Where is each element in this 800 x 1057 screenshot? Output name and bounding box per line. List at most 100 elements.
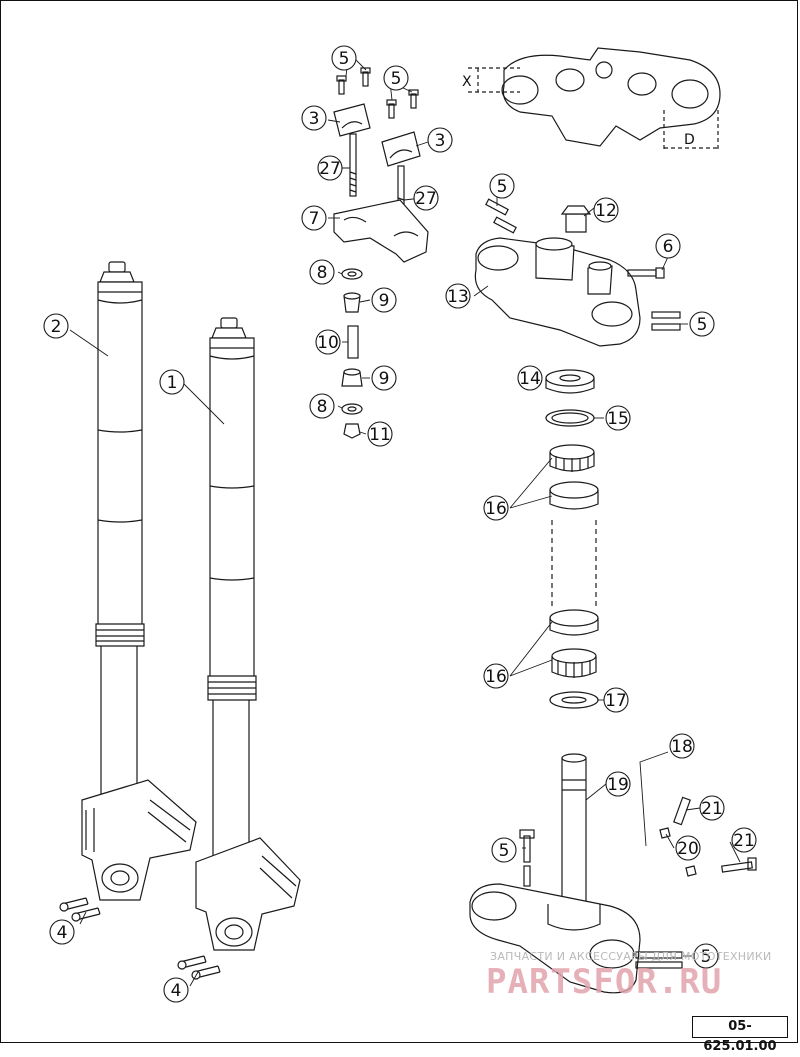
callout-circle bbox=[317, 155, 343, 181]
callout-circle bbox=[367, 421, 393, 447]
callout-circle bbox=[383, 65, 409, 91]
long-bolts-27[interactable] bbox=[349, 133, 405, 223]
fork-leg-left[interactable] bbox=[81, 261, 197, 901]
callout-circle bbox=[445, 283, 471, 309]
callout-c-27a: 27 bbox=[317, 155, 343, 181]
callout-circle bbox=[331, 45, 357, 71]
callout-c-5d: 5 bbox=[689, 311, 715, 337]
callout-number: 20 bbox=[677, 839, 699, 859]
callout-c-27b: 27 bbox=[413, 185, 439, 211]
callout-number: 5 bbox=[339, 49, 350, 69]
callout-circle bbox=[483, 663, 509, 689]
upper-triple-clamp[interactable] bbox=[474, 205, 641, 347]
callout-number: 8 bbox=[317, 263, 328, 283]
callout-number: 10 bbox=[317, 333, 339, 353]
callout-circle bbox=[603, 687, 629, 713]
callout-c-2: 2 bbox=[43, 313, 69, 339]
bearing-stack[interactable] bbox=[545, 369, 599, 709]
callout-c-13: 13 bbox=[445, 283, 471, 309]
callout-circle bbox=[731, 827, 757, 853]
callout-number: 7 bbox=[309, 209, 320, 229]
callout-c-5e: 5 bbox=[491, 837, 517, 863]
callout-c-8a: 8 bbox=[309, 259, 335, 285]
callout-c-3b: 3 bbox=[427, 127, 453, 153]
callout-number: 27 bbox=[415, 189, 437, 209]
callout-number: 27 bbox=[319, 159, 341, 179]
callout-number: 5 bbox=[391, 69, 402, 89]
callout-c-21a: 21 bbox=[699, 795, 725, 821]
callout-circle bbox=[605, 771, 631, 797]
washers-bushings-8-9-10-11[interactable] bbox=[341, 268, 363, 439]
callout-number: 16 bbox=[485, 499, 507, 519]
callout-circle bbox=[491, 837, 517, 863]
callout-c-5a: 5 bbox=[331, 45, 357, 71]
callout-c-5c: 5 bbox=[489, 173, 515, 199]
callout-number: 8 bbox=[317, 397, 328, 417]
callout-c-1: 1 bbox=[159, 369, 185, 395]
callout-c-21b: 21 bbox=[731, 827, 757, 853]
callout-c-6: 6 bbox=[655, 233, 681, 259]
callout-circle bbox=[489, 173, 515, 199]
callout-c-20: 20 bbox=[675, 835, 701, 861]
callout-circle bbox=[315, 329, 341, 355]
callout-circle bbox=[689, 311, 715, 337]
callout-c-3a: 3 bbox=[301, 105, 327, 131]
fork-leg-right[interactable] bbox=[195, 317, 301, 951]
callout-circle bbox=[43, 313, 69, 339]
callout-c-5f: 5 bbox=[693, 943, 719, 969]
callout-number: 4 bbox=[57, 923, 68, 943]
callout-number: 6 bbox=[663, 237, 674, 257]
callout-circle bbox=[301, 205, 327, 231]
bolts-4-right[interactable] bbox=[177, 955, 221, 980]
dimension-d-label: D bbox=[684, 132, 695, 148]
callout-number: 5 bbox=[697, 315, 708, 335]
callout-circle bbox=[699, 795, 725, 821]
callout-circle bbox=[49, 919, 75, 945]
callout-circle bbox=[413, 185, 439, 211]
callout-c-5b: 5 bbox=[383, 65, 409, 91]
leader-lines bbox=[69, 59, 741, 987]
callout-number: 2 bbox=[51, 317, 62, 337]
callout-circle bbox=[427, 127, 453, 153]
callout-circle bbox=[517, 365, 543, 391]
callout-c-14: 14 bbox=[517, 365, 543, 391]
callout-circle bbox=[605, 405, 631, 431]
callout-number: 9 bbox=[379, 369, 390, 389]
callout-c-10: 10 bbox=[315, 329, 341, 355]
diagram-code: 05-625.01.00 bbox=[692, 1016, 788, 1054]
callout-circle bbox=[483, 495, 509, 521]
callout-number: 3 bbox=[435, 131, 446, 151]
callout-c-18: 18 bbox=[669, 733, 695, 759]
callout-c-16a: 16 bbox=[483, 495, 509, 521]
callout-c-17: 17 bbox=[603, 687, 629, 713]
callout-circle bbox=[309, 259, 335, 285]
callout-circle bbox=[655, 233, 681, 259]
callout-c-9b: 9 bbox=[371, 365, 397, 391]
callout-number: 11 bbox=[369, 425, 391, 445]
watermark-caption: ЗАПЧАСТИ И АКСЕССУАРЫ ДЛЯ МОТОТЕХНИКИ bbox=[490, 950, 772, 963]
callout-number: 4 bbox=[171, 981, 182, 1001]
lower-clamp-bolts-5[interactable] bbox=[519, 829, 683, 969]
pinch-bolts-5-upper[interactable] bbox=[485, 198, 681, 331]
lower-triple-clamp[interactable] bbox=[469, 753, 641, 994]
clamp-bolts-5-top[interactable] bbox=[336, 67, 419, 119]
callout-number: 16 bbox=[485, 667, 507, 687]
clamp-caps-3[interactable] bbox=[333, 103, 421, 167]
callout-number: 3 bbox=[309, 109, 320, 129]
callout-number: 17 bbox=[605, 691, 627, 711]
bolts-4-left[interactable] bbox=[59, 897, 101, 922]
callout-c-4b: 4 bbox=[163, 977, 189, 1003]
callout-number: 1 bbox=[167, 373, 178, 393]
callout-circle bbox=[669, 733, 695, 759]
callout-number: 5 bbox=[701, 947, 712, 967]
callout-c-15: 15 bbox=[605, 405, 631, 431]
callout-c-4a: 4 bbox=[49, 919, 75, 945]
callout-number: 15 bbox=[607, 409, 629, 429]
callout-number: 19 bbox=[607, 775, 629, 795]
clamp-base-7[interactable] bbox=[333, 199, 429, 263]
stop-bolts-20-21[interactable] bbox=[659, 796, 757, 877]
callout-number: 9 bbox=[379, 291, 390, 311]
bolt-6[interactable] bbox=[627, 267, 665, 279]
